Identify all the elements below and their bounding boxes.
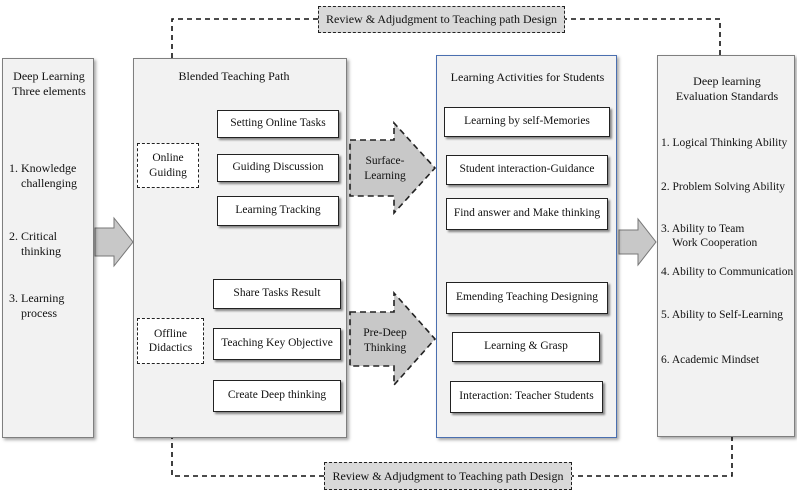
top-feedback-loop [168, 18, 721, 134]
activity-student-interaction-guidance: Student interaction-Guidance [446, 155, 608, 185]
task-setting-online-tasks: Setting Online Tasks [217, 110, 339, 138]
surface-learning-arrow-shape [349, 120, 437, 216]
three-elements-panel: Deep Learning Three elements 1. Knowledg… [2, 58, 94, 438]
activity-emending-teaching-designing: Emending Teaching Designing [446, 282, 608, 314]
task-share-tasks-result: Share Tasks Result [213, 279, 341, 309]
surface-learning-label: Surface- Learning [364, 155, 406, 182]
activity-find-answer-make-thinking: Find answer and Make thinking [446, 198, 608, 230]
standard-communication: 4. Ability to Communication [661, 266, 794, 278]
three-elements-title: Deep Learning Three elements [12, 69, 86, 98]
review-adjudgment-bottom: Review & Adjudgment to Teaching path Des… [324, 462, 572, 490]
evaluation-standards-title: Deep learning Evaluation Standards [675, 74, 779, 103]
activity-interaction-teacher-students: Interaction: Teacher Students [450, 381, 603, 413]
activity-learning-grasp: Learning & Grasp [452, 332, 600, 362]
predeep-thinking-arrow-shape [349, 290, 437, 388]
standard-self-learning: 5. Ability to Self-Learning [661, 309, 784, 321]
task-learning-tracking: Learning Tracking [217, 196, 339, 226]
element-critical-thinking: 2. Critical thinking [9, 229, 62, 258]
task-guiding-discussion: Guiding Discussion [217, 154, 339, 182]
learning-activities-title: Learning Activities for Students [450, 70, 605, 84]
task-teaching-key-objective: Teaching Key Objective [213, 328, 341, 360]
standard-logical-thinking: 1. Logical Thinking Ability [661, 137, 788, 149]
block-arrow-to-path [94, 216, 134, 268]
block-arrow-to-evaluation [618, 217, 657, 267]
activity-self-memories: Learning by self-Memories [444, 107, 610, 137]
offline-didactics-node: Offline Didactics [137, 318, 204, 364]
task-create-deep-thinking: Create Deep thinking [213, 380, 341, 412]
blended-teaching-path-title: Blended Teaching Path [178, 69, 290, 83]
predeep-thinking-label: Pre-Deep Thinking [363, 327, 407, 354]
standard-team-work-cooperation: 3. Ability to Team Work Cooperation [661, 223, 758, 250]
review-adjudgment-top: Review & Adjudgment to Teaching path Des… [318, 6, 565, 33]
evaluation-standards-panel: Deep learning Evaluation Standards 1. Lo… [657, 55, 795, 437]
element-knowledge-challenging: 1. Knowledge challenging [9, 161, 77, 190]
standard-problem-solving: 2. Problem Solving Ability [661, 181, 785, 193]
element-learning-process: 3. Learning process [9, 291, 65, 320]
standard-academic-mindset: 6. Academic Mindset [661, 354, 760, 366]
online-guiding-node: Online Guiding [137, 143, 199, 188]
